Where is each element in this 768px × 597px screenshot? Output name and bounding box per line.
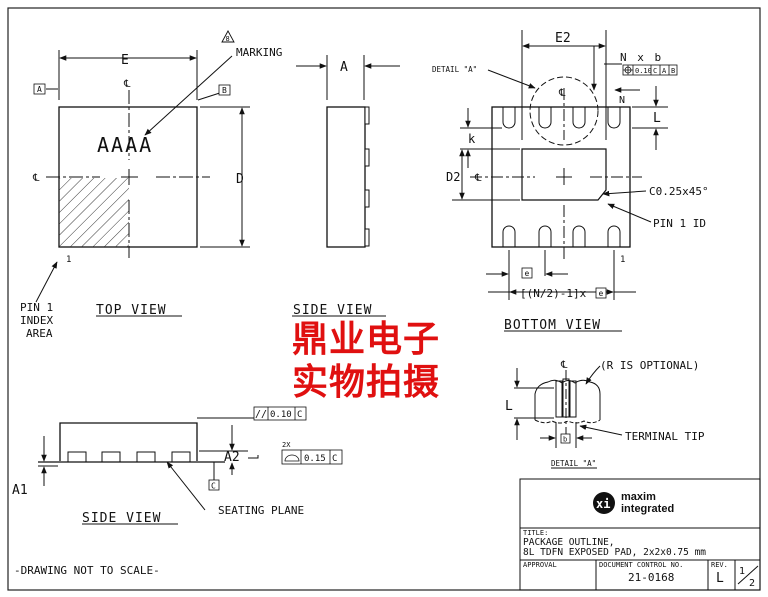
dim-a1-label: A1: [12, 483, 28, 498]
bottom-view-title: BOTTOM VIEW: [504, 318, 601, 333]
side-view-lower-body: [59, 422, 198, 461]
pin1-label-line3: AREA: [26, 327, 53, 340]
dim-a-label: A: [340, 60, 348, 75]
dim-d-label: D: [236, 172, 244, 187]
bottom-centerline-v: ℄: [558, 88, 566, 99]
profile-value: 0.15: [304, 454, 326, 464]
pad-bottom-3: [572, 225, 586, 247]
pad-bottom-2: [538, 225, 552, 247]
side-view-upper-title: SIDE VIEW: [293, 303, 372, 318]
flatness-symbol: //: [255, 409, 267, 420]
bottom-pin1-number: 1: [620, 255, 625, 265]
dim-k-label: k: [468, 132, 476, 146]
top-centerline-h: ℄: [32, 173, 40, 184]
fcf-datum-c: C: [653, 67, 657, 75]
brand-line2: integrated: [621, 503, 674, 515]
top-centerline-v: ℄: [123, 79, 131, 90]
title-block: [519, 478, 761, 591]
pad-bottom-4: [607, 225, 621, 247]
pad-top-4: [607, 107, 621, 129]
dim-e-label: E: [121, 53, 129, 68]
profile-datum: C: [332, 454, 337, 464]
pin1-label-line2: INDEX: [20, 314, 53, 327]
exposed-pad: [521, 148, 607, 201]
bottom-centerline-h: ℄: [474, 173, 482, 184]
detail-b-box: b: [563, 436, 567, 444]
pad-bottom-1: [502, 225, 516, 247]
pitch-e-box-2: e: [599, 289, 604, 298]
sheet-border: [7, 7, 761, 591]
doc-control-label: DOCUMENT CONTROL NO.: [599, 561, 683, 569]
terminal-tip-label: TERMINAL TIP: [625, 430, 705, 443]
pin1-label-line1: PIN 1: [20, 301, 53, 314]
twox-label: 2X: [282, 441, 291, 449]
doc-control-value: 21-0168: [628, 571, 674, 584]
sheet-total: 2: [749, 578, 755, 589]
fcf-datum-a: A: [662, 67, 667, 75]
side-view-lower: [38, 417, 259, 525]
detail-dim-l-label: L: [505, 399, 513, 414]
watermark-line1: 鼎业电子: [292, 318, 441, 360]
top-view-title: TOP VIEW: [96, 303, 167, 318]
dim-e2-label: E2: [555, 31, 571, 46]
sheet-number: 1: [739, 566, 745, 577]
chamfer-label: C0.25x45°: [649, 185, 709, 198]
side-view-upper: [292, 55, 400, 317]
pitch-e-box: e: [525, 269, 530, 278]
detail-a-label: DETAIL "A": [551, 459, 596, 468]
seating-plane-label: SEATING PLANE: [218, 504, 304, 517]
fcf-datum-b: B: [671, 67, 675, 75]
profile-frame: [281, 449, 343, 465]
maxim-logo: xi: [593, 492, 615, 514]
watermark-line2: 实物拍摄: [292, 361, 441, 403]
datum-b-box: B: [222, 86, 227, 95]
pin1-id-label: PIN 1 ID: [653, 217, 706, 230]
drawing-not-to-scale: -DRAWING NOT TO SCALE-: [14, 564, 160, 577]
title-line2: 8L TDFN EXPOSED PAD, 2x2x0.75 mm: [523, 547, 706, 558]
fcf-value: 0.10: [635, 67, 652, 75]
top-view: [35, 30, 250, 317]
marking-flag: 8: [226, 35, 230, 43]
dim-l-label: L: [653, 111, 661, 126]
pitch-formula: [(N/2)-1]x: [520, 287, 587, 300]
flatness-datum: C: [297, 410, 302, 420]
rev-label: REV.: [711, 561, 728, 569]
svg-text:xi: xi: [596, 497, 610, 511]
pad-top-3: [572, 107, 586, 129]
dim-a2-label: A2: [224, 450, 240, 465]
pin1-index-area: [59, 178, 129, 247]
rev-value: L: [716, 571, 724, 586]
position-tolerance-frame: [622, 64, 678, 76]
dim-d2-label: D2: [446, 170, 460, 184]
top-pin1-number: 1: [66, 255, 71, 265]
flatness-value: 0.10: [270, 410, 292, 420]
title-label: TITLE:: [523, 529, 548, 537]
datum-c-box: C: [211, 482, 216, 491]
pad-top-2: [538, 107, 552, 129]
brand-line1: maxim: [621, 491, 656, 503]
marking-label: MARKING: [236, 46, 282, 59]
flatness-frame: [253, 406, 307, 421]
detail-a-callout: DETAIL "A": [432, 65, 477, 74]
detail-centerline: ℄: [560, 360, 568, 371]
side-view-lower-title: SIDE VIEW: [82, 511, 161, 526]
r-optional-label: (R IS OPTIONAL): [600, 359, 699, 372]
side-view-body: [326, 106, 366, 248]
pad-top-1: [502, 107, 516, 129]
datum-a-box: A: [37, 85, 42, 94]
approval-label: APPROVAL: [523, 561, 557, 569]
n-x-b-label: N x b: [620, 51, 663, 64]
pin-n-label: N: [619, 95, 625, 106]
title-line1: PACKAGE OUTLINE,: [523, 537, 615, 548]
marking-text: AAAA: [97, 133, 153, 157]
detail-a-view: [514, 365, 623, 469]
